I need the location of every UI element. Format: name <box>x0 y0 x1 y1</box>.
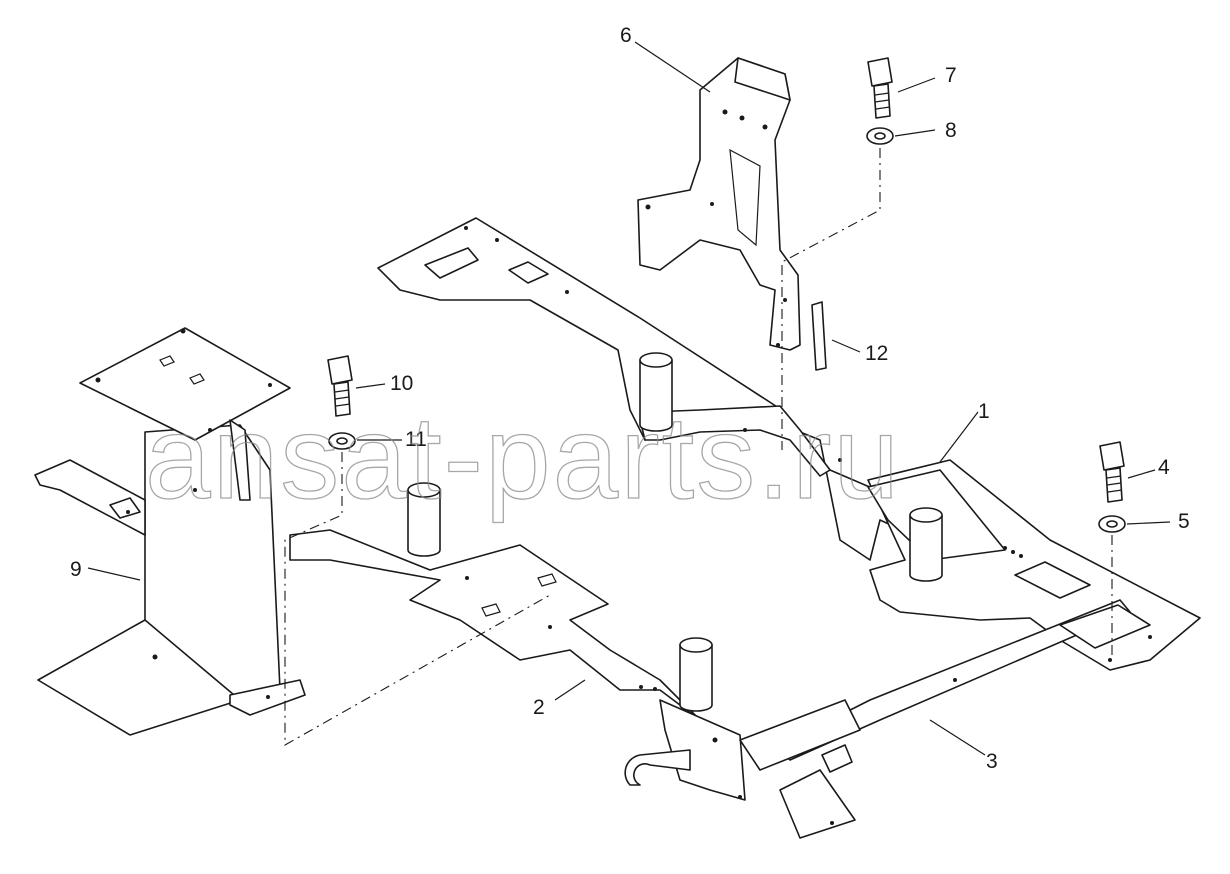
part-5-washer <box>1098 515 1126 533</box>
part-4-bolt <box>1099 441 1125 503</box>
callout-8: 8 <box>945 119 957 142</box>
tow-hook-bracket <box>624 699 861 839</box>
part-2-front-frame <box>289 529 701 721</box>
callout-1: 1 <box>978 400 990 423</box>
part-12-pin <box>811 301 827 371</box>
part-11-washer <box>328 432 356 450</box>
mount-rear-left <box>639 352 673 432</box>
callout-9: 9 <box>70 558 82 581</box>
part-9-seat-pedestal <box>34 327 306 736</box>
callout-10: 10 <box>390 372 413 395</box>
part-10-bolt <box>327 355 353 417</box>
callout-12: 12 <box>865 342 888 365</box>
part-6-upright-bracket <box>637 57 801 351</box>
mount-front-left <box>407 482 441 557</box>
callout-labels: 1 2 3 4 5 6 7 8 9 10 11 12 <box>70 24 1190 773</box>
part-7-bolt <box>867 57 893 119</box>
callout-2: 2 <box>533 696 545 719</box>
callout-6: 6 <box>620 24 632 47</box>
mount-rear-right <box>909 507 943 582</box>
callout-3: 3 <box>986 750 998 773</box>
callout-5: 5 <box>1178 510 1190 533</box>
callout-4: 4 <box>1158 456 1170 479</box>
part-8-washer <box>866 127 894 145</box>
callout-7: 7 <box>945 64 957 87</box>
callout-11: 11 <box>405 428 427 451</box>
assembly-lines <box>284 148 1113 746</box>
mount-front-right <box>679 637 713 712</box>
watermark-text: ansat-parts.ru <box>145 392 901 524</box>
leader-lines <box>87 41 1171 756</box>
